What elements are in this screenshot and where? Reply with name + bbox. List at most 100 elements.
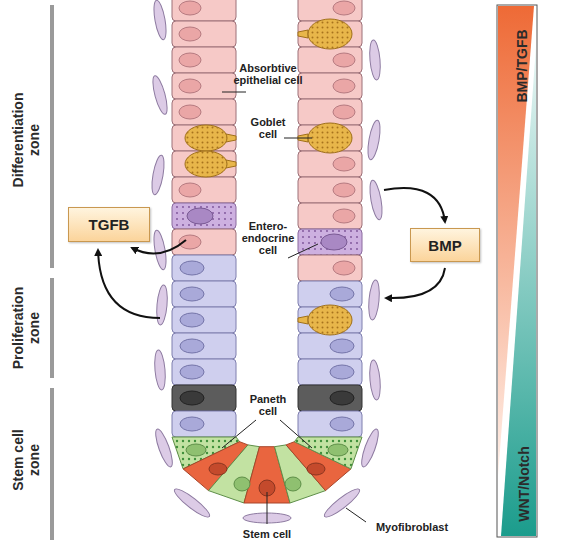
gradient-text: BMP/TGFB [514, 29, 530, 102]
leader-line [346, 508, 366, 522]
goblet-stalk [298, 316, 308, 324]
left-nuclei [179, 1, 213, 431]
leader-line [284, 138, 312, 139]
signal-arrow [98, 250, 160, 318]
left-wall [172, 0, 236, 437]
progenitor-cell [172, 333, 236, 359]
signal-box: BMP [410, 228, 480, 262]
cell-label: Paneth cell [246, 393, 290, 417]
absorptive-cell [172, 99, 236, 125]
gradient-triangle: WNT/Notch [498, 6, 536, 536]
nucleus [333, 105, 355, 119]
myofibroblast [368, 40, 381, 81]
nucleus [179, 183, 201, 197]
leader-line [280, 420, 312, 448]
leader-lines [222, 92, 366, 524]
nucleus [179, 1, 201, 15]
box-text: BMP [428, 237, 461, 254]
nucleus [180, 365, 204, 379]
dark-cell [298, 385, 362, 411]
cell-label: Entero- endocrine cell [236, 220, 300, 256]
goblet-cell [185, 151, 227, 177]
zone-bar [50, 388, 54, 540]
progenitor-cell [298, 281, 362, 307]
leader-line [222, 420, 256, 448]
myofibroblast [367, 280, 380, 321]
myofibroblast [150, 74, 170, 115]
goblet-cell [308, 305, 352, 335]
goblet-cell [308, 123, 352, 153]
myofibroblast [368, 360, 381, 401]
nucleus [333, 209, 355, 223]
leader-line [267, 492, 268, 524]
right-nuclei [321, 1, 355, 431]
myofibroblast [366, 119, 383, 160]
nucleus [333, 79, 355, 93]
leader-line [288, 244, 318, 258]
absorptive-cell [298, 177, 362, 203]
nucleus [330, 391, 354, 405]
nucleus [209, 463, 227, 475]
nucleus [330, 417, 354, 431]
absorptive-cell [172, 177, 236, 203]
gradient-bar-outline [497, 5, 537, 537]
zone-label: Differentiation zone [10, 80, 42, 200]
progenitor-cell [172, 281, 236, 307]
myofibroblast [368, 179, 385, 220]
signal-arrow [386, 268, 445, 298]
progenitor-cell [298, 411, 362, 437]
absorptive-cell [298, 73, 362, 99]
enteroendocrine-cell [298, 229, 362, 255]
progenitor-cell [172, 255, 236, 281]
absorptive-cell [172, 21, 236, 47]
myofibroblasts [150, 0, 385, 523]
absorptive-cell [298, 47, 362, 73]
goblet-stalk [298, 30, 308, 38]
myofibroblast [155, 285, 168, 326]
nucleus [180, 313, 204, 327]
absorptive-cell [172, 151, 236, 177]
nucleus [330, 339, 354, 353]
nucleus [179, 27, 201, 41]
myofibroblast [150, 154, 167, 195]
nucleus [179, 53, 201, 67]
dark-cell [172, 385, 236, 411]
absorptive-cell [298, 0, 362, 21]
absorptive-cell [172, 125, 236, 151]
zone-label: Proliferation zone [10, 278, 42, 378]
nucleus [307, 463, 325, 475]
gradient-text: WNT/Notch [516, 446, 532, 521]
nucleus [321, 234, 347, 250]
right-wall [298, 0, 362, 437]
zone-bar [50, 5, 54, 268]
nucleus [180, 391, 204, 405]
nucleus [180, 287, 204, 301]
zone-bar [50, 278, 54, 378]
absorptive-cell [172, 73, 236, 99]
enteroendocrine-cell [172, 203, 236, 229]
progenitor-cell [172, 307, 236, 333]
absorptive-cell [298, 203, 362, 229]
goblet-cell [185, 125, 227, 151]
goblet-cells [185, 19, 352, 335]
absorptive-cell [298, 151, 362, 177]
nucleus [333, 183, 355, 197]
nucleus [187, 208, 213, 224]
absorptive-cell [172, 47, 236, 73]
nucleus [179, 105, 201, 119]
zone-bars [50, 5, 54, 540]
progenitor-cell [172, 359, 236, 385]
myofibroblast [172, 486, 213, 521]
nucleus [180, 261, 204, 275]
nucleus [179, 79, 201, 93]
absorptive-cell [172, 0, 236, 21]
progenitor-cell [298, 359, 362, 385]
cell-label: Goblet cell [246, 116, 290, 140]
nucleus [333, 1, 355, 15]
nucleus [285, 477, 301, 491]
zone-label: Stem cell zone [10, 420, 42, 500]
gradient-fill [501, 46, 536, 536]
absorptive-cell [298, 99, 362, 125]
signal-box: TGFB [68, 207, 150, 242]
